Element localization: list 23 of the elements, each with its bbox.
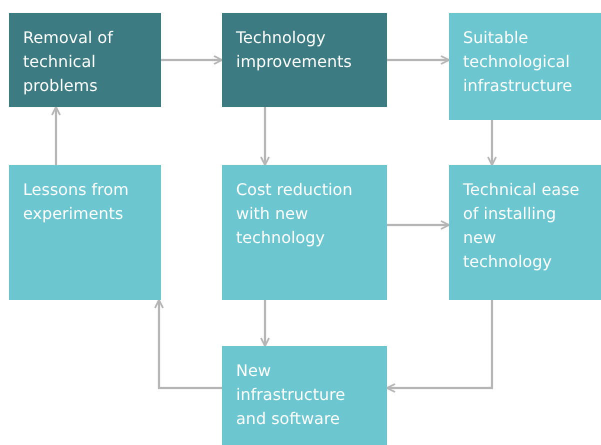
process-box [222, 346, 387, 445]
box-label: New infrastructure and software [236, 360, 346, 430]
arrow [154, 299, 222, 390]
process-box [222, 165, 387, 300]
arrow [51, 106, 61, 165]
box-label: Lessons from experiments [23, 179, 130, 225]
arrow [387, 220, 450, 230]
arrow [386, 300, 494, 393]
box-label: Cost reduction with new technology [236, 179, 354, 249]
process-box [9, 13, 161, 107]
box-label: Technology improvements [236, 27, 353, 73]
arrow [487, 120, 497, 166]
arrow [161, 55, 223, 65]
box-label: Technical ease of installing new technology [463, 179, 580, 273]
arrow [260, 107, 270, 166]
process-box [222, 13, 387, 107]
process-box [9, 165, 161, 300]
process-box [449, 13, 601, 120]
arrow [387, 55, 450, 65]
box-label: Removal of technical problems [23, 27, 114, 97]
box-label: Suitable technological infrastructure [463, 27, 574, 97]
process-box [449, 165, 601, 300]
arrow [260, 300, 270, 347]
